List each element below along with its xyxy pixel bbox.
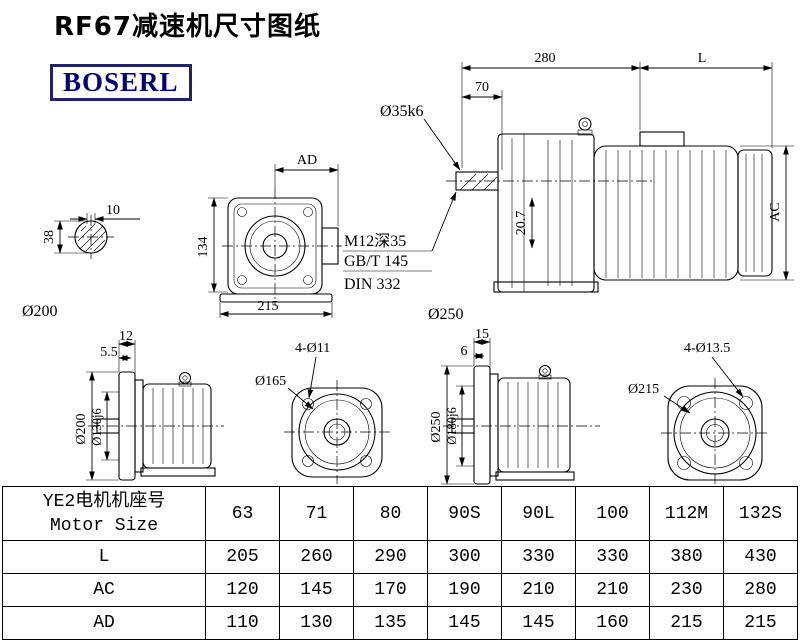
table-cell: 210: [575, 573, 650, 607]
dim-ad-label: AD: [297, 153, 317, 168]
table-cell: 145: [279, 573, 354, 607]
thread-note-din: DIN 332: [344, 276, 400, 293]
table-row-AD: AD 110 130 135 145 145 160 215 215: [2, 606, 798, 640]
table-cell: 100: [575, 486, 650, 541]
table-cell: 130: [279, 606, 354, 640]
dia-200-rot-label: Ø200: [74, 413, 89, 444]
dim-20-7-label: 20.7: [514, 211, 529, 236]
dim-5-5-label: 5.5: [100, 345, 118, 360]
table-cell: 215: [649, 606, 724, 640]
table-cell: 230: [649, 573, 724, 607]
table-cell: 210: [501, 573, 576, 607]
table-cell: 215: [723, 606, 798, 640]
table-cell: 63: [205, 486, 280, 541]
dia-35k6-label: Ø35k6: [380, 103, 424, 120]
holes-4-13-5-label: 4-Ø13.5: [684, 341, 730, 356]
table-cell: 190: [427, 573, 502, 607]
table-cell: 112M: [649, 486, 724, 541]
row-label-L: L: [2, 540, 206, 574]
table-cell: 132S: [723, 486, 798, 541]
holes-4-11-label: 4-Ø11: [295, 341, 330, 356]
dim-L-label: L: [698, 51, 707, 66]
table-row-L: L 205 260 290 300 330 330 380 430: [2, 540, 798, 574]
table-cell: 280: [723, 573, 798, 607]
dia-200-view-label: Ø200: [22, 303, 58, 320]
side-view-with-motor: 280 L 70 Ø35k6 AC 20.7 M12深35 GB/T 145 D…: [343, 51, 794, 293]
dimension-table: YE2电机机座号 Motor Size 63 71 80 90S 90L 100…: [2, 486, 798, 640]
table-cell: 80: [353, 486, 428, 541]
table-cell: 300: [427, 540, 502, 574]
dia-165-label: Ø165: [255, 374, 286, 389]
table-cell: 330: [501, 540, 576, 574]
table-cell: 120: [205, 573, 280, 607]
technical-drawing: 10 38 Ø200 AD 134 215: [22, 51, 794, 486]
table-row-motor-size: YE2电机机座号 Motor Size 63 71 80 90S 90L 100…: [2, 486, 798, 541]
output-side-view-large: 15 6 Ø250 Ø180j6: [429, 327, 600, 485]
table-cell: 430: [723, 540, 798, 574]
dim-ac-label: AC: [768, 202, 783, 221]
table-cell: 90L: [501, 486, 576, 541]
flange-front-view-165: Ø165 4-Ø11: [255, 341, 390, 484]
motor-size-label-cn: YE2电机机座号: [42, 491, 166, 512]
dia-250-rot-label: Ø250: [429, 411, 444, 442]
front-view: AD 134 215: [196, 153, 342, 318]
dim-38-label: 38: [42, 230, 57, 244]
page-title: RF67减速机尺寸图纸: [54, 12, 321, 42]
table-cell: 290: [353, 540, 428, 574]
dim-280-label: 280: [535, 51, 556, 66]
flange-front-view-215: Ø215 4-Ø13.5: [628, 341, 769, 486]
brand-logo-text: BOSERL: [63, 67, 179, 97]
table-cell: 160: [575, 606, 650, 640]
table-cell: 260: [279, 540, 354, 574]
table-cell: 205: [205, 540, 280, 574]
dim-6-label: 6: [461, 344, 468, 359]
dia-215-label: Ø215: [628, 382, 659, 397]
row-label-AD: AD: [2, 606, 206, 640]
motor-size-label-en: Motor Size: [49, 515, 159, 536]
table-cell: 90S: [427, 486, 502, 541]
shaft-section-view: 10 38: [42, 203, 140, 259]
output-side-view-small: 12 5.5 Ø200 Ø130j6: [74, 329, 224, 481]
table-cell: 135: [353, 606, 428, 640]
dim-15-label: 15: [475, 327, 489, 342]
table-row-AC: AC 120 145 170 190 210 210 230 280: [2, 573, 798, 607]
table-cell: 110: [205, 606, 280, 640]
dim-70-label: 70: [475, 80, 489, 95]
table-cell: 145: [501, 606, 576, 640]
dim-134-label: 134: [196, 237, 211, 258]
dia-250-view-label: Ø250: [428, 306, 464, 323]
table-cell: 380: [649, 540, 724, 574]
table-cell: 71: [279, 486, 354, 541]
motor-size-header-cell: YE2电机机座号 Motor Size: [2, 486, 206, 541]
brand-logo-box: BOSERL: [50, 64, 192, 101]
dim-10-label: 10: [106, 203, 120, 218]
dia-130j6-rot-label: Ø130j6: [90, 408, 104, 446]
dim-12-label: 12: [119, 329, 133, 344]
dia-180j6-rot-label: Ø180j6: [445, 407, 459, 445]
row-label-AC: AC: [2, 573, 206, 607]
thread-note-m12: M12深35: [344, 232, 406, 250]
dim-215-label: 215: [258, 299, 279, 314]
thread-note-gbt: GB/T 145: [344, 253, 408, 270]
table-cell: 145: [427, 606, 502, 640]
table-cell: 330: [575, 540, 650, 574]
table-cell: 170: [353, 573, 428, 607]
